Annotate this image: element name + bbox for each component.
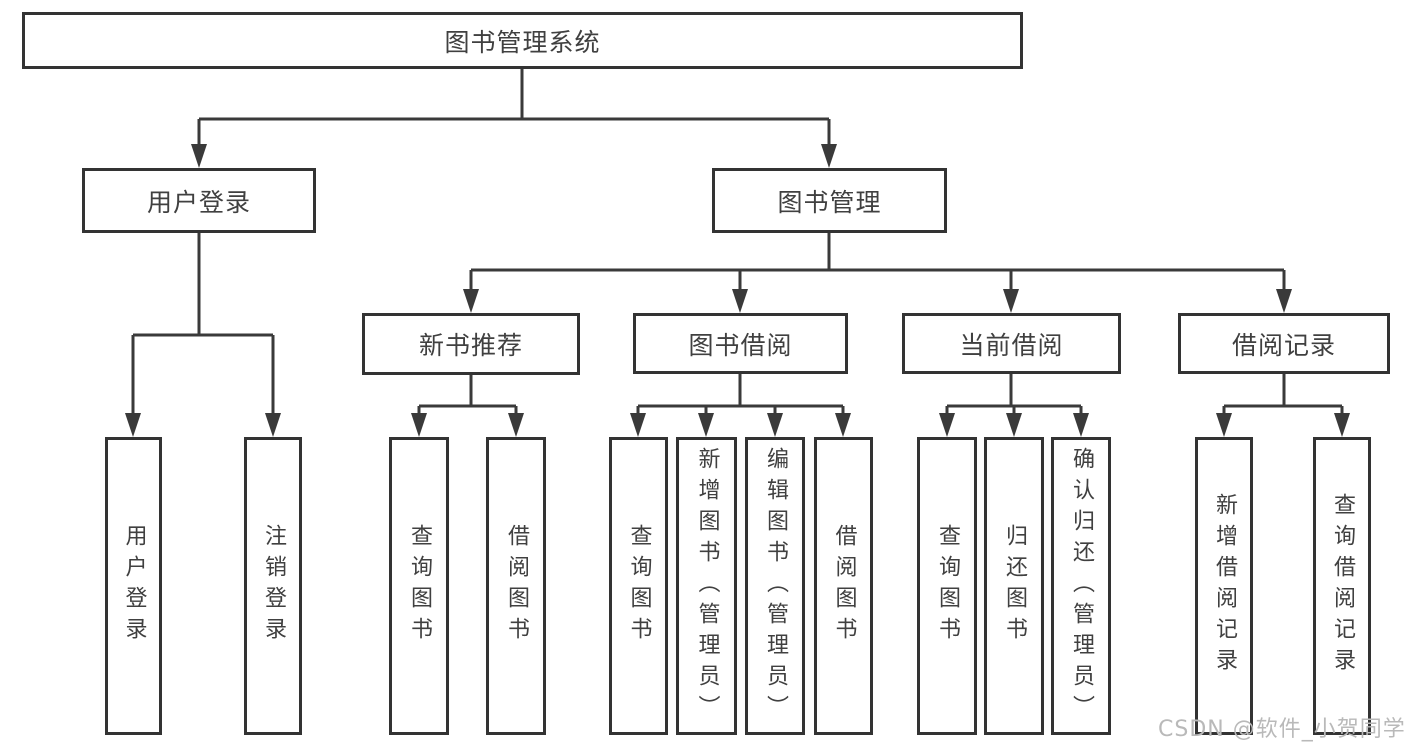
leaf-return-book: 归还图书	[984, 437, 1044, 735]
node-label: 新书推荐	[418, 331, 523, 360]
leaf-add-book-admin: 新增图书（管理员）	[676, 437, 737, 735]
leaf-borrow-books: 借阅图书	[814, 437, 873, 735]
leaf-add-borrow-record: 新增借阅记录	[1195, 437, 1253, 735]
node-new-book-recommendation: 新书推荐	[362, 313, 580, 375]
node-label: 图书管理系统	[444, 27, 601, 57]
node-borrowing-records: 借阅记录	[1178, 313, 1390, 374]
node-book-management: 图书管理	[712, 168, 947, 233]
node-label: 图书管理	[777, 187, 882, 217]
leaf-query-books-recommend: 查询图书	[389, 437, 449, 735]
leaf-query-borrow-record: 查询借阅记录	[1313, 437, 1371, 735]
leaf-logout: 注销登录	[244, 437, 302, 735]
leaf-user-login: 用户登录	[105, 437, 162, 735]
node-label: 查询图书	[407, 524, 432, 648]
node-label: 图书借阅	[688, 330, 793, 360]
node-label: 注销登录	[261, 524, 286, 648]
leaf-edit-book-admin: 编辑图书（管理员）	[745, 437, 805, 735]
node-current-borrowing: 当前借阅	[902, 313, 1121, 374]
node-label: 用户登录	[146, 187, 251, 217]
node-label: 当前借阅	[959, 330, 1064, 360]
watermark-text: CSDN @软件_小贺同学	[1158, 717, 1405, 742]
node-label: 编辑图书（管理员）	[763, 446, 788, 726]
leaf-borrow-books-recommend: 借阅图书	[486, 437, 546, 735]
leaf-query-books-borrow: 查询图书	[609, 437, 668, 735]
node-label: 借阅记录	[1231, 330, 1336, 360]
node-label: 归还图书	[1002, 524, 1027, 648]
node-label: 确认归还（管理员）	[1069, 446, 1094, 726]
node-book-borrowing: 图书借阅	[633, 313, 848, 374]
node-label: 查询借阅记录	[1330, 493, 1355, 679]
node-label: 查询图书	[935, 524, 960, 648]
leaf-query-books-current: 查询图书	[917, 437, 977, 735]
node-user-login: 用户登录	[82, 168, 316, 233]
node-library-management-system: 图书管理系统	[22, 12, 1023, 69]
node-label: 借阅图书	[504, 524, 529, 648]
node-label: 借阅图书	[831, 524, 857, 648]
node-label: 新增借阅记录	[1212, 493, 1237, 679]
node-label: 新增图书（管理员）	[694, 446, 720, 726]
node-label: 用户登录	[121, 524, 147, 648]
node-label: 查询图书	[626, 524, 652, 648]
leaf-confirm-return-admin: 确认归还（管理员）	[1051, 437, 1111, 735]
